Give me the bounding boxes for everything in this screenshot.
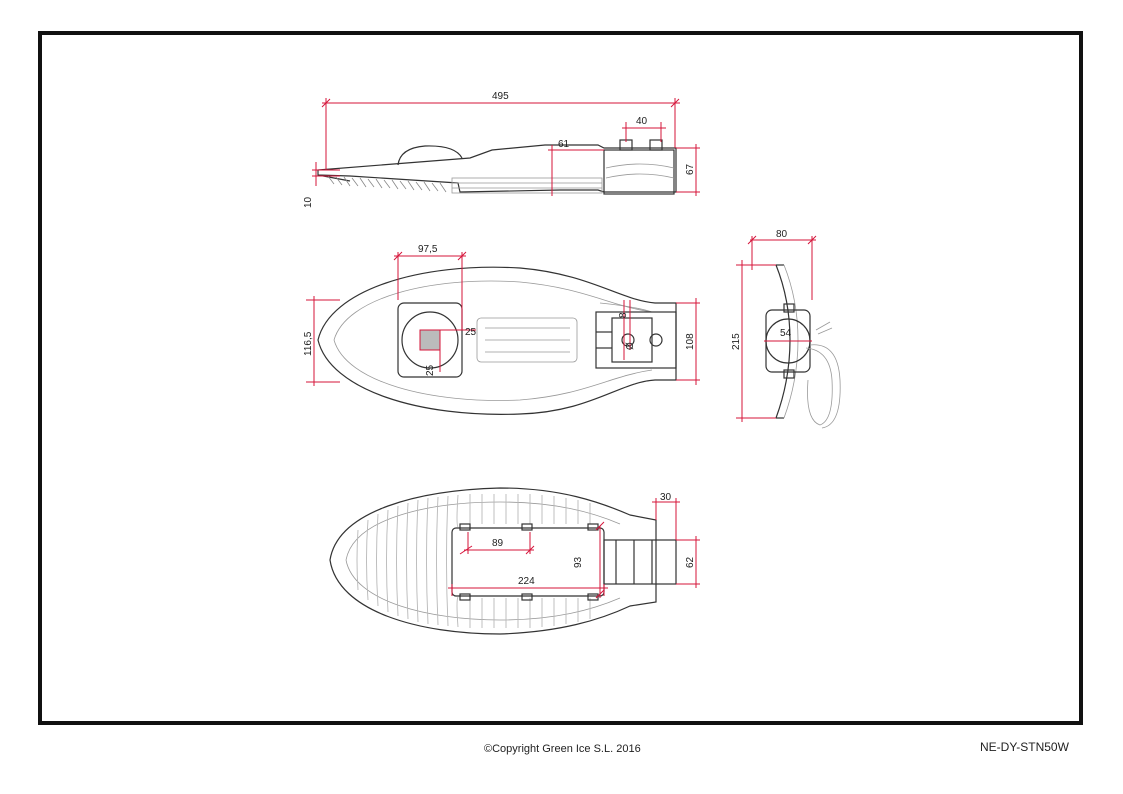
copyright-text: ©Copyright Green Ice S.L. 2016 (484, 743, 641, 755)
dim-panel-width: 89 (492, 538, 504, 549)
dim-neck-length: 30 (660, 492, 672, 503)
dim-neck-height: 62 (685, 556, 696, 568)
heat-sink-ribs (356, 494, 591, 628)
drawing-frame (38, 31, 1083, 725)
top-view: 97,5 116,5 25 25 8 Ø 108 (303, 244, 700, 415)
dim-end-height: 215 (731, 333, 742, 350)
dim-panel-length: 224 (518, 576, 535, 587)
dim-diameter-symbol: Ø (625, 342, 636, 350)
dim-module-w: 25 (465, 327, 477, 338)
dim-clamp-gap: 8 (618, 312, 629, 318)
dim-thickness: 10 (303, 196, 314, 208)
end-view: 80 215 54 (731, 229, 841, 429)
dim-width: 116,5 (303, 331, 314, 356)
dim-pipe-diameter: 54 (780, 328, 792, 339)
dim-panel-height: 93 (573, 556, 584, 568)
dim-depth: 61 (558, 139, 570, 150)
dim-height: 67 (685, 163, 696, 175)
model-code: NE-DY-STN50W (980, 740, 1069, 754)
dim-length: 495 (492, 91, 509, 102)
vent-slots (476, 317, 578, 363)
hatch-marks (327, 175, 447, 193)
dim-module-h: 25 (425, 364, 436, 376)
bottom-view: 30 89 93 224 62 (329, 487, 700, 635)
dim-mount-width: 40 (636, 116, 648, 127)
dim-end-width: 80 (776, 229, 788, 240)
dim-mount-height: 108 (685, 333, 696, 350)
side-view: 495 40 61 67 10 (303, 91, 700, 208)
dim-module-offset: 97,5 (418, 244, 438, 255)
